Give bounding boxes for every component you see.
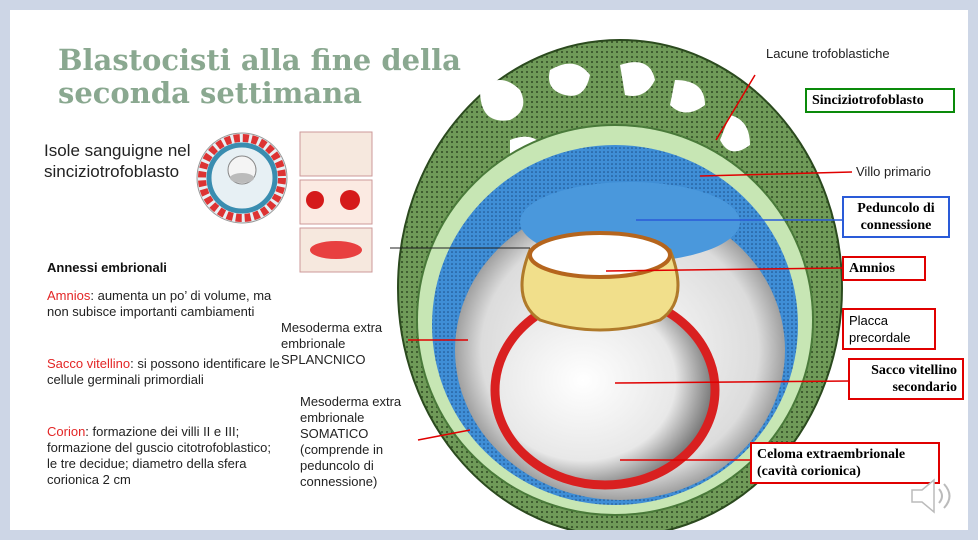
- label-placca-precordale: Placca precordale: [842, 308, 936, 350]
- label-celoma: Celoma extraembrionale (cavità corionica…: [750, 442, 940, 484]
- slide: Blastocisti alla fine della seconda sett…: [10, 10, 968, 530]
- title-line-1: Blastocisti alla fine della: [58, 43, 461, 77]
- corion-paragraph: Corion: formazione dei villi II e III; f…: [47, 424, 282, 488]
- amnios-keyword: Amnios: [47, 288, 91, 303]
- label-lacune: Lacune trofoblastiche: [766, 46, 890, 61]
- annessi-title: Annessi embrionali: [47, 260, 167, 275]
- main-blastocyst: [397, 39, 843, 530]
- isole-label: Isole sanguigne nel sinciziotrofoblasto: [44, 141, 191, 181]
- inset-tissue: [299, 131, 373, 273]
- amnios-text: : aumenta un po’ di volume, ma non subis…: [47, 288, 272, 319]
- diagram-svg: [196, 39, 853, 530]
- sacco-paragraph: Sacco vitellino: si possono identificare…: [47, 356, 282, 388]
- label-sacco-vitellino-secondario: Sacco vitellino secondario: [848, 358, 964, 400]
- label-amnios: Amnios: [842, 256, 926, 281]
- title-line-2: seconda settimana: [58, 76, 362, 110]
- label-sinciziotrofoblasto: Sinciziotrofoblasto: [805, 88, 955, 113]
- amnios-paragraph: Amnios: aumenta un po’ di volume, ma non…: [47, 288, 282, 320]
- sacco-keyword: Sacco vitellino: [47, 356, 131, 371]
- corion-keyword: Corion: [47, 424, 86, 439]
- leader-lines: [408, 74, 853, 461]
- speaker-icon[interactable]: [908, 476, 958, 516]
- corion-text: : formazione dei villi II e III; formazi…: [47, 424, 272, 487]
- slide-title: Blastocisti alla fine della seconda sett…: [58, 44, 461, 110]
- label-splancnico: Mesoderma extra embrionale SPLANCNICO: [281, 320, 383, 367]
- label-peduncolo: Peduncolo di connessione: [842, 196, 950, 238]
- label-villo-primario: Villo primario: [856, 164, 931, 179]
- label-somatico: Mesoderma extra embrionale SOMATICO (com…: [300, 394, 402, 489]
- sacco-text: : si possono identificare le cellule ger…: [47, 356, 280, 387]
- inset-blastocyst: [196, 132, 288, 224]
